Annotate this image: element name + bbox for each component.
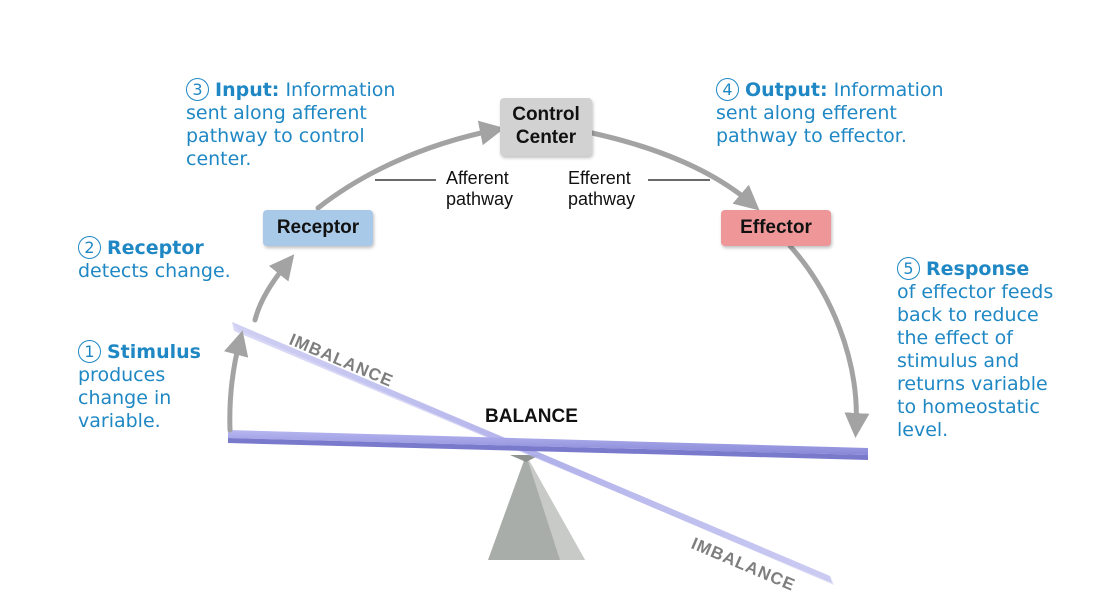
receptor-label: Receptor [276, 217, 360, 238]
response-arrow [787, 243, 870, 438]
step-5-line: to homeostatic [897, 396, 1040, 418]
step-5-line: stimulus and [897, 350, 1020, 372]
step-5-response: 5 Response of effector feeds back to redu… [897, 257, 1053, 442]
step-3-line: pathway to control [186, 125, 365, 147]
step-4-line: pathway to effector. [716, 125, 907, 147]
afferent-pathway-label: Afferent pathway [446, 168, 513, 210]
imbalance-beam [232, 322, 834, 585]
balance-beam [228, 430, 868, 460]
step-5-line: level. [897, 419, 949, 441]
control-center-label-line1: Control [512, 104, 580, 125]
step-1-number: 1 [78, 340, 101, 363]
control-center-label-line2: Center [515, 127, 577, 148]
step-2-receptor: 2 Receptor detects change. [78, 236, 231, 283]
step-4-output: 4 Output: Information sent along efferent… [716, 78, 944, 148]
efferent-pathway-label: Efferent pathway [568, 168, 635, 210]
step-5-title: Response [926, 258, 1030, 280]
afferent-arrow [315, 120, 505, 211]
step-1-title: Stimulus [107, 341, 201, 363]
step-1-line: variable. [78, 410, 161, 432]
step-3-number: 3 [186, 78, 209, 101]
step-4-line: sent along efferent [716, 102, 897, 124]
balance-label: BALANCE [485, 406, 578, 427]
efferent-line1: Efferent [568, 168, 631, 188]
step-5-line: the effect of [897, 327, 1013, 349]
step-4-title: Output: [745, 79, 828, 101]
step-5-line: back to reduce [897, 304, 1039, 326]
afferent-line1: Afferent [446, 168, 509, 188]
receptor-arrow [252, 254, 295, 323]
step-3-line: center. [186, 148, 252, 170]
step-5-line: of effector feeds [897, 281, 1054, 303]
step-5-line: returns variable [897, 373, 1048, 395]
efferent-arrow [589, 130, 760, 211]
step-3-title-rest: Information [279, 79, 396, 101]
step-4-title-rest: Information [827, 79, 944, 101]
effector-label: Effector [740, 217, 812, 238]
step-4-number: 4 [716, 78, 739, 101]
efferent-line2: pathway [568, 189, 636, 209]
step-1-line: change in [78, 387, 172, 409]
control-center-box: Control Center [500, 98, 592, 156]
step-1-stimulus: 1 Stimulus produces change in variable. [78, 340, 201, 433]
receptor-box: Receptor [263, 210, 373, 246]
step-3-line: sent along afferent [186, 102, 367, 124]
afferent-line2: pathway [446, 189, 514, 209]
step-1-line: produces [78, 364, 166, 386]
step-2-line: detects change. [78, 260, 231, 282]
step-3-title: Input: [215, 79, 280, 101]
effector-box: Effector [721, 210, 831, 246]
step-2-number: 2 [78, 236, 101, 259]
feedback-loop-arrows [224, 120, 870, 438]
step-2-title: Receptor [107, 237, 204, 259]
stimulus-arrow [224, 330, 249, 433]
step-5-number: 5 [897, 257, 920, 280]
